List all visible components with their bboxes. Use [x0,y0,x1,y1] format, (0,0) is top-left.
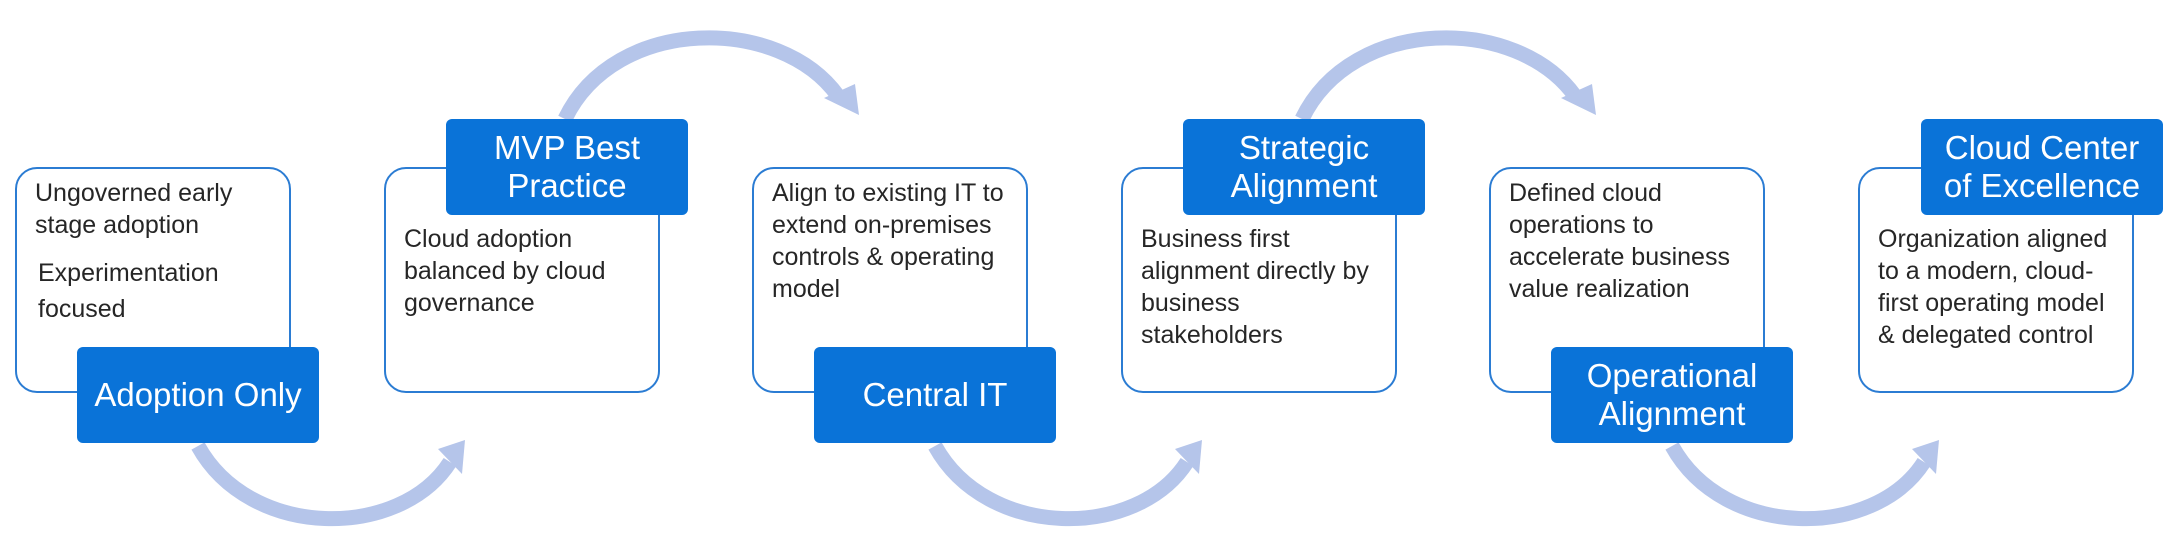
stage-description: Align to existing IT to extend on-premis… [772,179,1004,303]
stage-label: Strategic Alignment [1183,119,1425,215]
stage-description: Business first alignment directly by bus… [1141,225,1369,349]
curved-arrow-icon [558,30,859,123]
stage-operational-alignment: Defined cloud operations to accelerate b… [1489,167,1793,443]
stage-mvp-best-practice: Cloud adoption balanced by cloud governa… [384,119,688,393]
stage-description: Ungoverned early stage adoption [35,179,233,239]
stage-description: Organization aligned to a modern, cloud-… [1878,225,2108,349]
stage-adoption-only: Ungoverned early stage adoption Experime… [15,167,319,443]
stage-strategic-alignment: Business first alignment directly by bus… [1121,119,1425,393]
stage-label: Cloud Center of Excellence [1921,119,2163,215]
stage-description: Defined cloud operations to accelerate b… [1509,179,1730,303]
curved-arrow-icon [928,440,1202,527]
stage-description: Cloud adoption balanced by cloud governa… [404,225,606,317]
stage-label: Adoption Only [77,347,319,443]
stage-central-it: Align to existing IT to extend on-premis… [752,167,1056,443]
curved-arrow-icon [191,440,465,527]
stage-label: Central IT [814,347,1056,443]
curved-arrow-icon [1665,440,1939,527]
stage-label: MVP Best Practice [446,119,688,215]
stage-cloud-center-of-excellence: Organization aligned to a modern, cloud-… [1858,119,2163,393]
curved-arrow-icon [1295,30,1596,123]
stage-note: Experimentation focused [38,259,219,323]
stage-label: Operational Alignment [1551,347,1793,443]
